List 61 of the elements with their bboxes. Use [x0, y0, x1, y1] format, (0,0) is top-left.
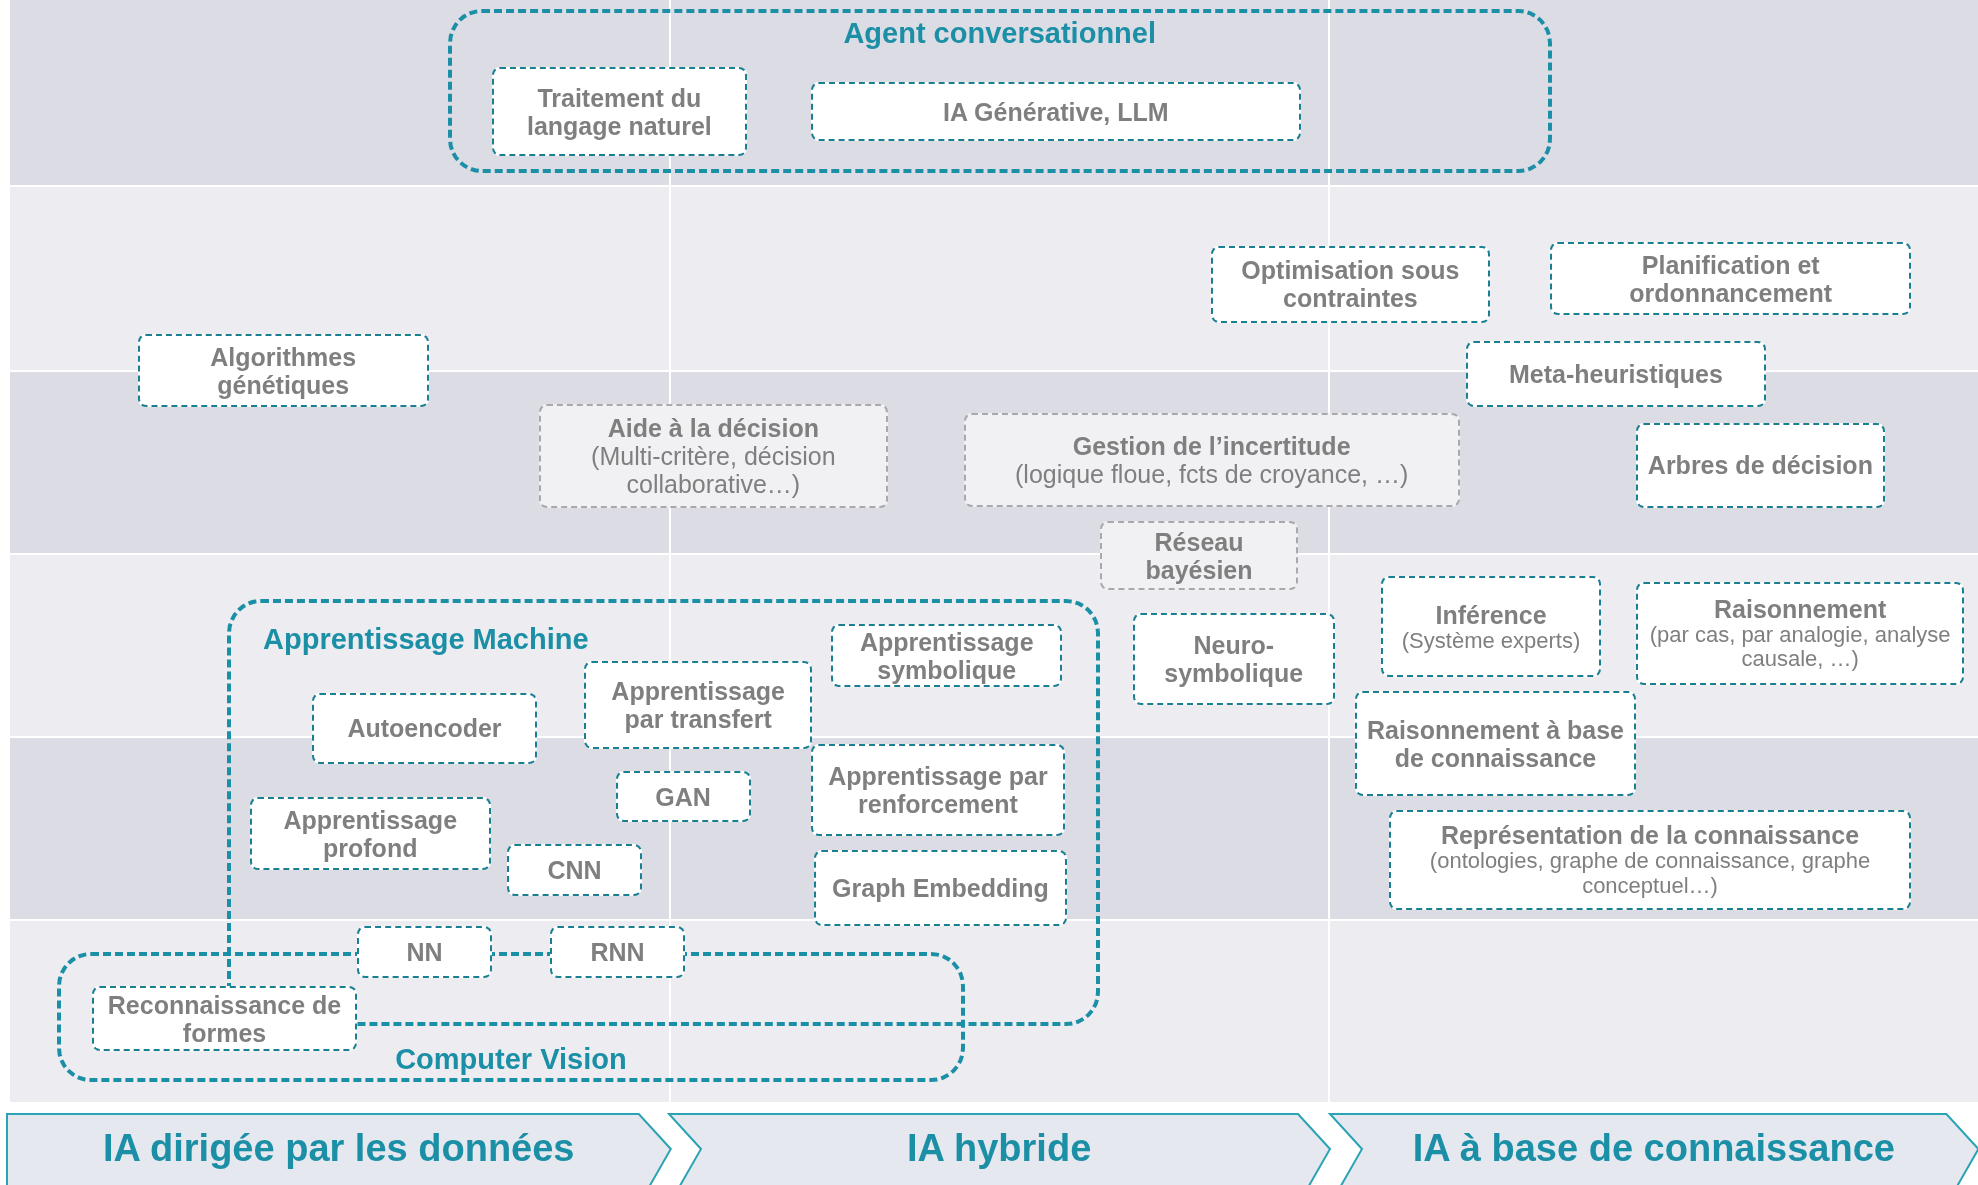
box-title: Inférence — [1435, 600, 1547, 629]
box-title: Apprentissage profond — [282, 805, 459, 862]
technique-box — [963, 412, 1460, 508]
box-subtitle: (ontologies, graphe de connaissance, graphe conceptuel…) — [1428, 849, 1872, 899]
box-title: Raisonnement à base de connaissance — [1365, 715, 1625, 772]
box-title: Gestion de l’incertitude — [1072, 431, 1351, 460]
box-title: Apprentissage symbolique — [858, 627, 1035, 684]
box-subtitle: (Système experts) — [1401, 628, 1581, 654]
box-title: RNN — [590, 937, 645, 966]
technique-box — [1636, 422, 1885, 509]
box-title: GAN — [655, 782, 711, 811]
technique-box — [1636, 581, 1965, 685]
box-title: Optimisation sous contraintes — [1240, 256, 1461, 313]
banner-label: IA hybride — [906, 1127, 1092, 1171]
technique-box — [811, 82, 1301, 142]
technique-box — [538, 403, 889, 509]
technique-box — [1211, 246, 1490, 323]
box-subtitle: (logique floue, fcts de croyance, …) — [1015, 459, 1409, 488]
technique-box — [584, 661, 813, 750]
technique-box — [1354, 691, 1637, 796]
technique-box — [311, 692, 538, 765]
banner-label: IA à base de connaissance — [1412, 1127, 1895, 1171]
technique-box — [1381, 576, 1601, 678]
technique-box — [1132, 613, 1335, 706]
technique-box — [491, 66, 747, 157]
technique-box — [615, 770, 751, 823]
box-title: CNN — [547, 855, 602, 884]
box-title: Représentation de la connaissance — [1440, 821, 1860, 850]
box-title: IA Générative, LLM — [943, 97, 1169, 126]
technique-box — [1388, 809, 1912, 910]
box-title: Graph Embedding — [832, 874, 1049, 903]
box-title: Réseau bayésien — [1144, 527, 1254, 584]
technique-box — [1550, 242, 1912, 316]
box-title: Apprentissage par renforcement — [827, 762, 1049, 819]
technique-box — [1465, 340, 1767, 408]
box-subtitle: (Multi-critère, décision collaborative…) — [590, 442, 837, 498]
technique-box — [1100, 521, 1299, 591]
box-subtitle: (par cas, par analogie, analyse causale, …) — [1648, 622, 1952, 672]
box-title: Traitement du langage naturel — [525, 83, 713, 140]
box-title: Algorithmes génétiques — [209, 342, 358, 399]
group-outline — [447, 8, 1552, 173]
group-title: Apprentissage Machine — [263, 623, 589, 657]
banner-label: IA dirigée par les données — [102, 1127, 575, 1171]
box-title: Raisonnement — [1714, 594, 1887, 623]
box-title: Reconnaissance de formes — [106, 990, 343, 1047]
technique-box — [249, 797, 491, 871]
box-title: Arbres de décision — [1647, 451, 1873, 480]
box-title: Autoencoder — [347, 714, 502, 743]
box-title: Planification et ordonnancement — [1628, 250, 1834, 307]
group-title: Computer Vision — [394, 1043, 628, 1077]
technique-box — [507, 843, 643, 896]
technique-box — [831, 624, 1063, 688]
box-title: NN — [406, 937, 443, 966]
box-title: Meta-heuristiques — [1508, 360, 1723, 388]
box-title: Apprentissage par transfert — [610, 677, 787, 734]
technique-box — [137, 334, 429, 408]
box-title: Neuro-symbolique — [1163, 631, 1305, 688]
technique-box — [813, 850, 1068, 926]
group-title: Agent conversationnel — [842, 16, 1157, 50]
box-title: Aide à la décision — [607, 414, 819, 442]
technique-box — [811, 744, 1065, 837]
